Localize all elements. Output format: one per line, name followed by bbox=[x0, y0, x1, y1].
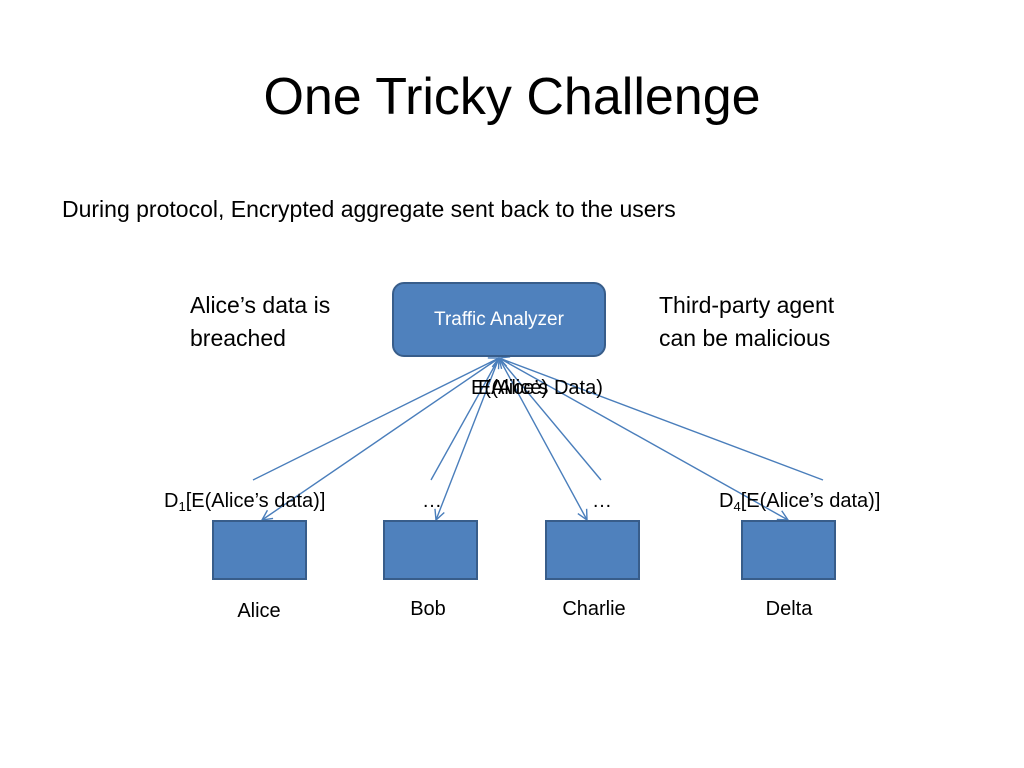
edge-label-encrypted-alice: E(Alice) bbox=[478, 377, 549, 399]
message-d4-body: [E(Alice’s data)] bbox=[740, 490, 881, 512]
note-left-line-1: Alice’s data is bbox=[190, 292, 331, 318]
message-d1-subscript: 1 bbox=[178, 499, 186, 514]
user-label-bob: Bob bbox=[410, 598, 446, 620]
user-label-alice: Alice bbox=[237, 600, 281, 622]
traffic-analyzer-label: Traffic Analyzer bbox=[434, 308, 564, 330]
note-third-party-malicious: Third-party agent can be malicious bbox=[659, 289, 834, 355]
note-right-line-2: can be malicious bbox=[659, 325, 831, 351]
arrow-alice-to-analyzer bbox=[252, 358, 499, 481]
message-bob-ellipsis: … bbox=[422, 490, 442, 512]
message-d4: D4[E(Alice’s data)] bbox=[719, 489, 880, 513]
arrow-analyzer-to-charlie bbox=[498, 357, 587, 520]
user-node-alice bbox=[212, 520, 307, 580]
user-label-charlie: Charlie bbox=[562, 598, 626, 620]
arrow-analyzer-to-bob bbox=[436, 357, 500, 520]
message-d1: D1[E(Alice’s data)] bbox=[164, 489, 325, 513]
message-d1-body: [E(Alice’s data)] bbox=[185, 490, 326, 512]
slide-subtitle: During protocol, Encrypted aggregate sen… bbox=[62, 196, 676, 222]
traffic-analyzer-node: Traffic Analyzer bbox=[392, 282, 606, 357]
edge-label-encrypted-data: E(Alice’s Data) bbox=[471, 377, 603, 399]
arrow-analyzer-to-alice bbox=[262, 357, 500, 520]
user-node-bob bbox=[383, 520, 478, 580]
message-d1-prefix: D bbox=[164, 490, 179, 512]
message-charlie-ellipsis: … bbox=[592, 490, 612, 512]
arrow-bob-to-analyzer bbox=[430, 358, 499, 481]
message-d4-subscript: 4 bbox=[733, 499, 741, 514]
arrow-charlie-to-analyzer bbox=[499, 358, 602, 481]
user-node-delta bbox=[741, 520, 836, 580]
note-alice-breached: Alice’s data is breached bbox=[190, 289, 330, 355]
slide-title: One Tricky Challenge bbox=[263, 68, 761, 126]
arrow-delta-to-analyzer bbox=[499, 358, 824, 481]
user-label-delta: Delta bbox=[765, 598, 813, 620]
note-left-line-2: breached bbox=[190, 325, 286, 351]
user-node-charlie bbox=[545, 520, 640, 580]
arrow-analyzer-to-delta bbox=[498, 357, 788, 520]
message-d4-prefix: D bbox=[719, 490, 734, 512]
note-right-line-1: Third-party agent bbox=[659, 292, 835, 318]
